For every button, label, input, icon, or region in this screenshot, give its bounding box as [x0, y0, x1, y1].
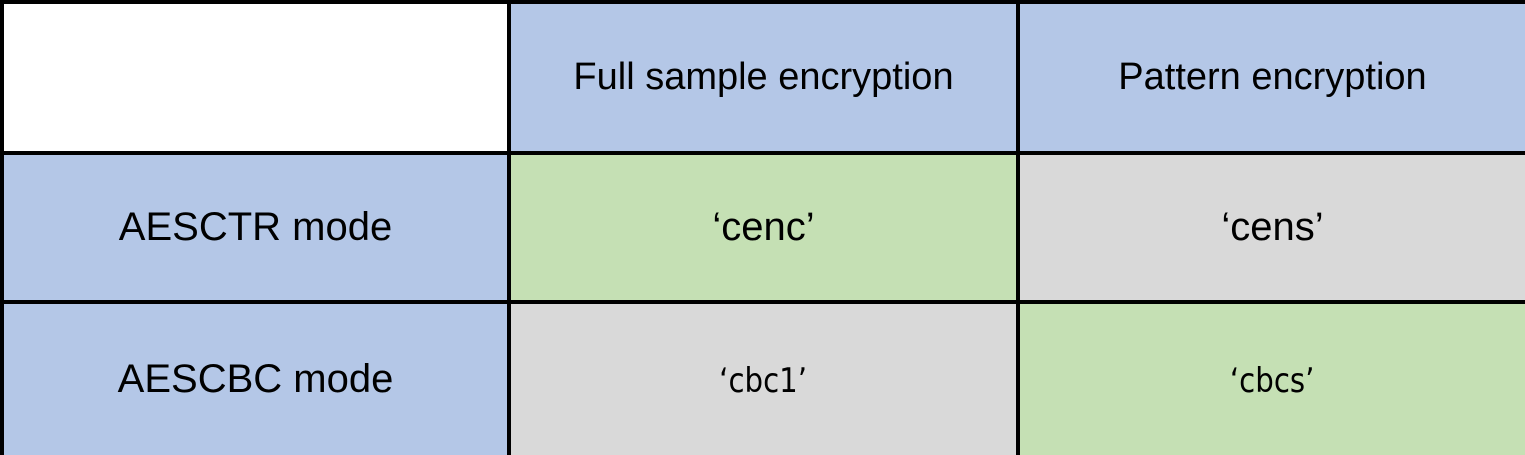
cell-cbcs: ‘cbcs’ — [1016, 300, 1525, 455]
cell-cbc1-label: ‘cbc1’ — [719, 361, 808, 401]
corner-cell — [0, 0, 511, 155]
row-header-aescbc-mode: AESCBC mode — [0, 300, 511, 455]
cell-cbcs-label: ‘cbcs’ — [1230, 361, 1315, 401]
cell-cbc1: ‘cbc1’ — [507, 300, 1020, 455]
col-header-full-sample-encryption: Full sample encryption — [507, 0, 1020, 155]
cell-cens: ‘cens’ — [1016, 151, 1525, 304]
col-header-pattern-encryption: Pattern encryption — [1016, 0, 1525, 155]
cell-cenc: ‘cenc’ — [507, 151, 1020, 304]
row-header-aesctr-mode: AESCTR mode — [0, 151, 511, 304]
